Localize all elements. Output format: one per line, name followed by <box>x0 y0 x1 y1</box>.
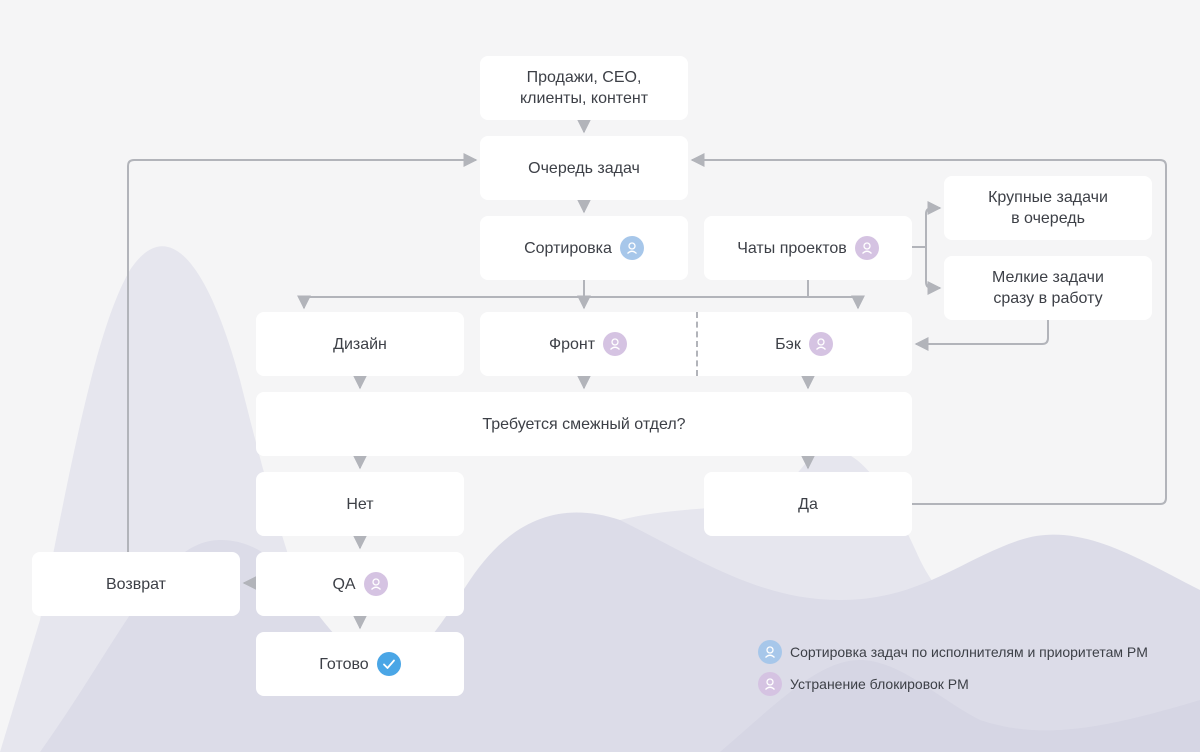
node-sources-label: Продажи, CEO, клиенты, контент <box>519 69 649 107</box>
arrow-chats-back <box>807 280 858 308</box>
node-small-tasks-label: Мелкие задачи сразу в работу <box>992 269 1104 307</box>
check-icon <box>376 652 401 676</box>
node-return: Возврат <box>32 552 240 616</box>
legend-item-sorting: Сортировка задач по исполнителям и приор… <box>758 640 1148 664</box>
person-icon <box>808 332 833 356</box>
node-front: Фронт <box>480 312 696 376</box>
node-question-label: Требуется смежный отдел? <box>482 415 686 433</box>
node-sorting-label: Сортировка <box>524 239 612 257</box>
node-qa: QA <box>256 552 464 616</box>
node-queue-label: Очередь задач <box>528 159 640 177</box>
node-qa-label: QA <box>332 575 356 593</box>
person-icon <box>758 640 782 664</box>
node-yes-label: Да <box>798 495 818 513</box>
person-icon <box>758 672 782 696</box>
arrow-sorting-design <box>304 297 858 308</box>
mountain-accent <box>720 660 1200 752</box>
node-done: Готово <box>256 632 464 696</box>
node-front-label: Фронт <box>548 335 596 353</box>
dashed-divider <box>696 312 698 376</box>
node-large-tasks: Крупные задачи в очередь <box>944 176 1152 240</box>
arrow-return-queue <box>127 153 478 552</box>
node-question: Требуется смежный отдел? <box>256 392 912 456</box>
arrow-chats-small <box>925 247 942 295</box>
node-design: Дизайн <box>256 312 464 376</box>
arrow-yes-queue <box>690 153 1167 505</box>
arrow-chats-large <box>912 201 942 248</box>
node-return-label: Возврат <box>106 575 166 593</box>
node-front-back: Фронт Бэк <box>480 312 912 376</box>
legend-label-sorting: Сортировка задач по исполнителям и приор… <box>790 644 1148 660</box>
node-large-tasks-label: Крупные задачи в очередь <box>988 189 1108 227</box>
node-design-label: Дизайн <box>333 335 387 353</box>
legend-item-unblock: Устранение блокировок PM <box>758 672 969 696</box>
node-project-chats-label: Чаты проектов <box>737 239 847 257</box>
node-queue: Очередь задач <box>480 136 688 200</box>
node-back-label: Бэк <box>775 335 801 353</box>
person-icon <box>619 236 644 260</box>
node-no: Нет <box>256 472 464 536</box>
node-no-label: Нет <box>346 495 374 513</box>
person-icon <box>603 332 628 356</box>
node-project-chats: Чаты проектов <box>704 216 912 280</box>
node-sources: Продажи, CEO, клиенты, контент <box>480 56 688 120</box>
node-done-label: Готово <box>319 655 369 673</box>
person-icon <box>854 236 879 260</box>
node-back: Бэк <box>696 312 912 376</box>
arrow-small-back <box>914 320 1049 351</box>
legend-label-unblock: Устранение блокировок PM <box>790 676 969 692</box>
node-yes: Да <box>704 472 912 536</box>
person-icon <box>363 572 388 596</box>
node-sorting: Сортировка <box>480 216 688 280</box>
node-small-tasks: Мелкие задачи сразу в работу <box>944 256 1152 320</box>
